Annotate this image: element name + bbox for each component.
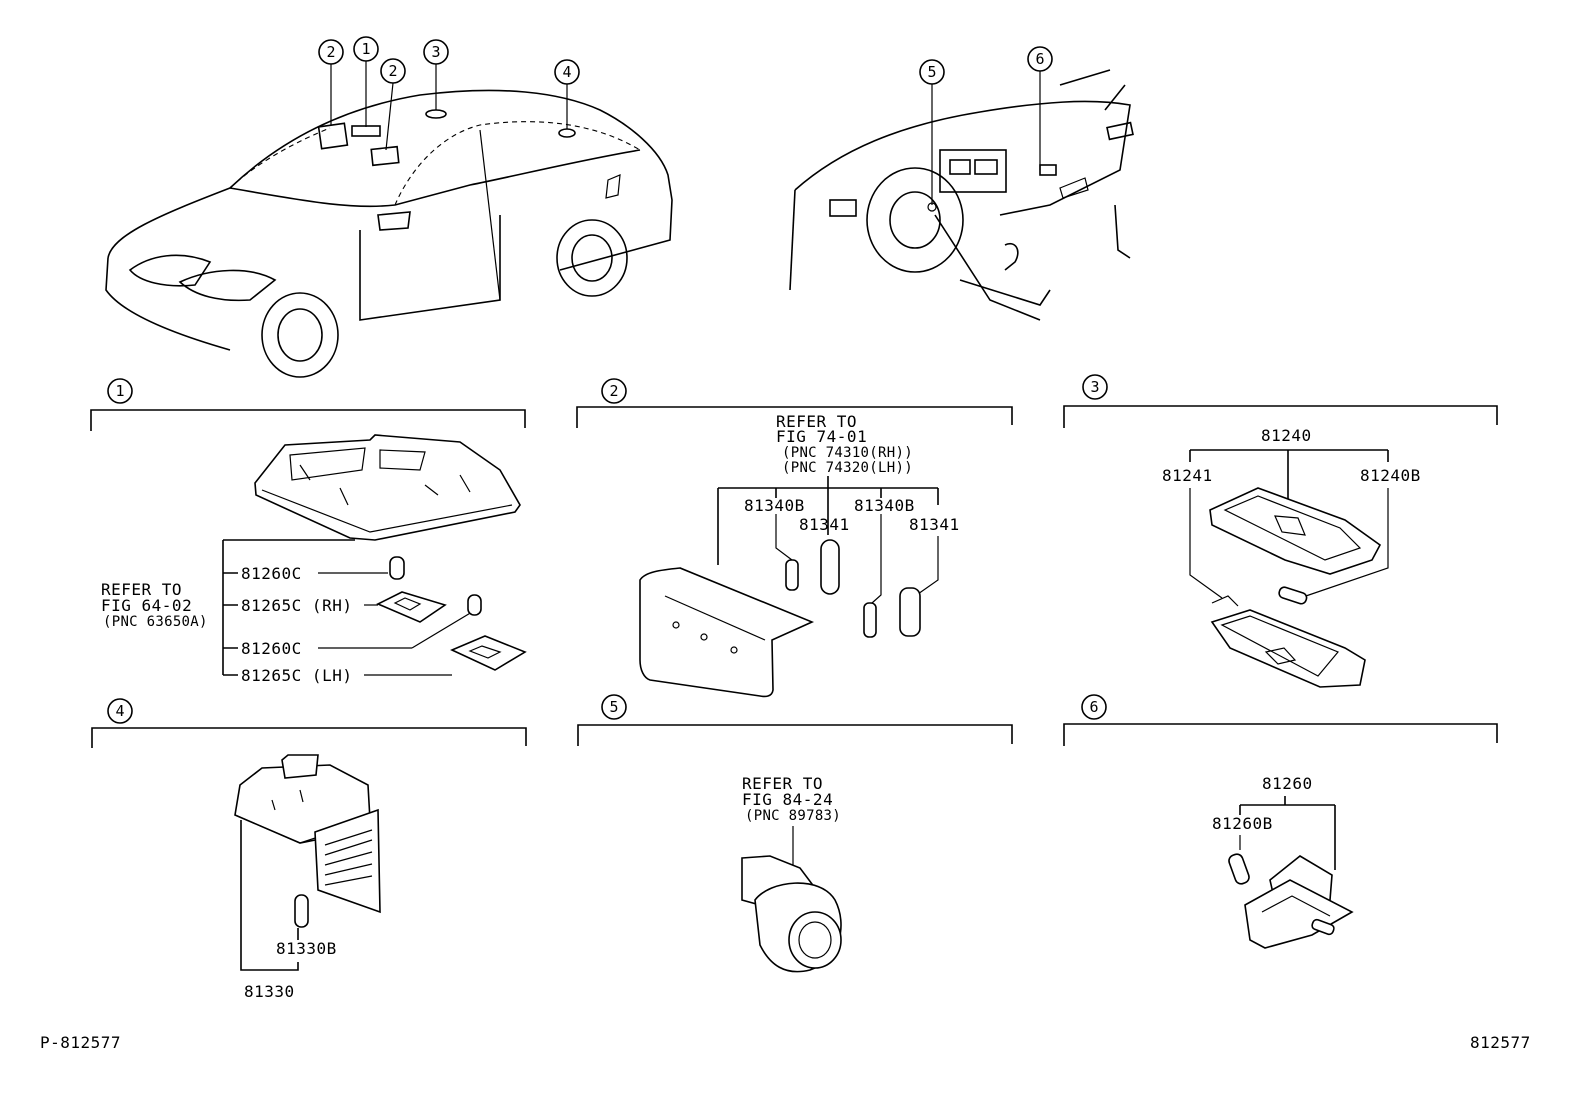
svg-text:1: 1 [115, 382, 124, 400]
part-81341-b[interactable]: 81341 [909, 515, 960, 534]
section-2: 2 REFER TO FIG 74-01 (PNC 74310(RH)) (PN… [576, 378, 1013, 698]
svg-text:6: 6 [1089, 698, 1098, 716]
part-81260C-a[interactable]: 81260C [241, 564, 302, 583]
section-5-bracket [577, 724, 1013, 746]
part-81260B[interactable]: 81260B [1212, 814, 1273, 833]
part-81265C-RH[interactable]: 81265C (RH) [241, 596, 352, 615]
vanity-lamp-housing [1209, 487, 1382, 575]
svg-text:4: 4 [562, 63, 571, 81]
section-4: 4 81330B 81330 [91, 698, 527, 1001]
bulb-icon [389, 556, 405, 580]
section-1-bracket [90, 409, 526, 431]
dashboard-illustration [789, 69, 1134, 321]
part-81260C-b[interactable]: 81260C [241, 639, 302, 658]
section-4-badge[interactable]: 4 [107, 698, 133, 724]
svg-text:2: 2 [388, 62, 397, 80]
footer-right-id: 812577 [1470, 1033, 1531, 1052]
section-5-refer-note: REFER TO FIG 84-24 (PNC 89783) [742, 774, 841, 824]
bulb-icon [863, 602, 877, 638]
glovebox-lamp [1244, 855, 1354, 949]
part-81240[interactable]: 81240 [1261, 426, 1312, 445]
svg-text:5: 5 [609, 698, 618, 716]
callout-6[interactable]: 6 [1027, 46, 1053, 170]
section-3-bracket [1063, 405, 1498, 428]
part-81265C-LH[interactable]: 81265C (LH) [241, 666, 352, 685]
svg-text:3: 3 [1090, 378, 1099, 396]
bulb-icon [1228, 853, 1250, 885]
section-2-bracket [576, 406, 1013, 428]
part-81330[interactable]: 81330 [244, 982, 295, 1001]
sun-visor-illustration [639, 567, 815, 698]
section-1-badge[interactable]: 1 [107, 378, 133, 404]
svg-text:(PNC 89783): (PNC 89783) [745, 808, 841, 824]
svg-text:(PNC 74320(LH)): (PNC 74320(LH)) [782, 460, 913, 476]
svg-text:FIG 84-24: FIG 84-24 [742, 790, 833, 809]
interior-lamp-housing [234, 754, 381, 914]
svg-text:2: 2 [326, 43, 335, 61]
svg-text:3: 3 [431, 43, 440, 61]
callout-2-right[interactable]: 2 [380, 58, 406, 151]
section-6: 6 81260 81260B [1063, 694, 1498, 949]
svg-text:REFER TO: REFER TO [101, 580, 182, 599]
footer-left-id: P-812577 [40, 1033, 121, 1052]
section-6-badge[interactable]: 6 [1081, 694, 1107, 720]
svg-text:REFER TO: REFER TO [742, 774, 823, 793]
callout-5[interactable]: 5 [919, 59, 945, 212]
svg-text:(PNC 63650A): (PNC 63650A) [103, 614, 208, 630]
bulb-icon [785, 559, 799, 591]
bulb-icon [1278, 586, 1308, 605]
section-1: 1 REFER TO FIG 64-02 (PNC 63650A) 81260C… [90, 378, 527, 685]
svg-text:(PNC 74310(RH)): (PNC 74310(RH)) [782, 445, 913, 461]
part-81330B[interactable]: 81330B [276, 939, 337, 958]
section-6-bracket [1063, 723, 1498, 746]
vanity-lamp-lens [1210, 595, 1366, 688]
svg-text:5: 5 [927, 63, 936, 81]
section-5-badge[interactable]: 5 [601, 694, 627, 720]
callout-3[interactable]: 3 [423, 39, 449, 110]
part-81240B[interactable]: 81240B [1360, 466, 1421, 485]
callout-2-left[interactable]: 2 [318, 39, 344, 125]
part-81260[interactable]: 81260 [1262, 774, 1313, 793]
svg-text:REFER TO: REFER TO [776, 412, 857, 431]
section-5: 5 REFER TO FIG 84-24 (PNC 89783) [577, 694, 1013, 973]
lens-cover-lh-icon [450, 635, 527, 671]
part-81340B-b[interactable]: 81340B [854, 496, 915, 515]
svg-text:FIG 64-02: FIG 64-02 [101, 596, 192, 615]
lens-icon [899, 587, 921, 637]
svg-text:6: 6 [1035, 50, 1044, 68]
part-81341-a[interactable]: 81341 [799, 515, 850, 534]
section-3: 3 81240 81241 81240B [1063, 374, 1498, 688]
section-4-bracket [91, 727, 527, 748]
callout-1[interactable]: 1 [353, 36, 379, 127]
bulb-icon [294, 894, 309, 928]
section-2-badge[interactable]: 2 [601, 378, 627, 404]
lens-cover-rh-icon [376, 591, 447, 623]
svg-text:4: 4 [115, 702, 124, 720]
bulb-icon [467, 594, 482, 616]
section-1-refer-note: REFER TO FIG 64-02 (PNC 63650A) [101, 580, 208, 630]
overhead-console-housing [254, 434, 521, 541]
section-3-badge[interactable]: 3 [1082, 374, 1108, 400]
part-81241[interactable]: 81241 [1162, 466, 1213, 485]
svg-text:1: 1 [361, 40, 370, 58]
callout-4[interactable]: 4 [554, 59, 580, 129]
section-2-refer-note: REFER TO FIG 74-01 (PNC 74310(RH)) (PNC … [776, 412, 913, 476]
lens-icon [820, 539, 840, 595]
car-exterior-illustration [105, 89, 673, 378]
part-81340B-a[interactable]: 81340B [744, 496, 805, 515]
svg-text:2: 2 [609, 382, 618, 400]
svg-text:FIG 74-01: FIG 74-01 [776, 427, 867, 446]
dashboard-callouts: 5 6 [919, 46, 1053, 212]
overview-callouts: 2 1 2 3 4 [318, 36, 580, 151]
ignition-key-lamp [741, 855, 842, 973]
